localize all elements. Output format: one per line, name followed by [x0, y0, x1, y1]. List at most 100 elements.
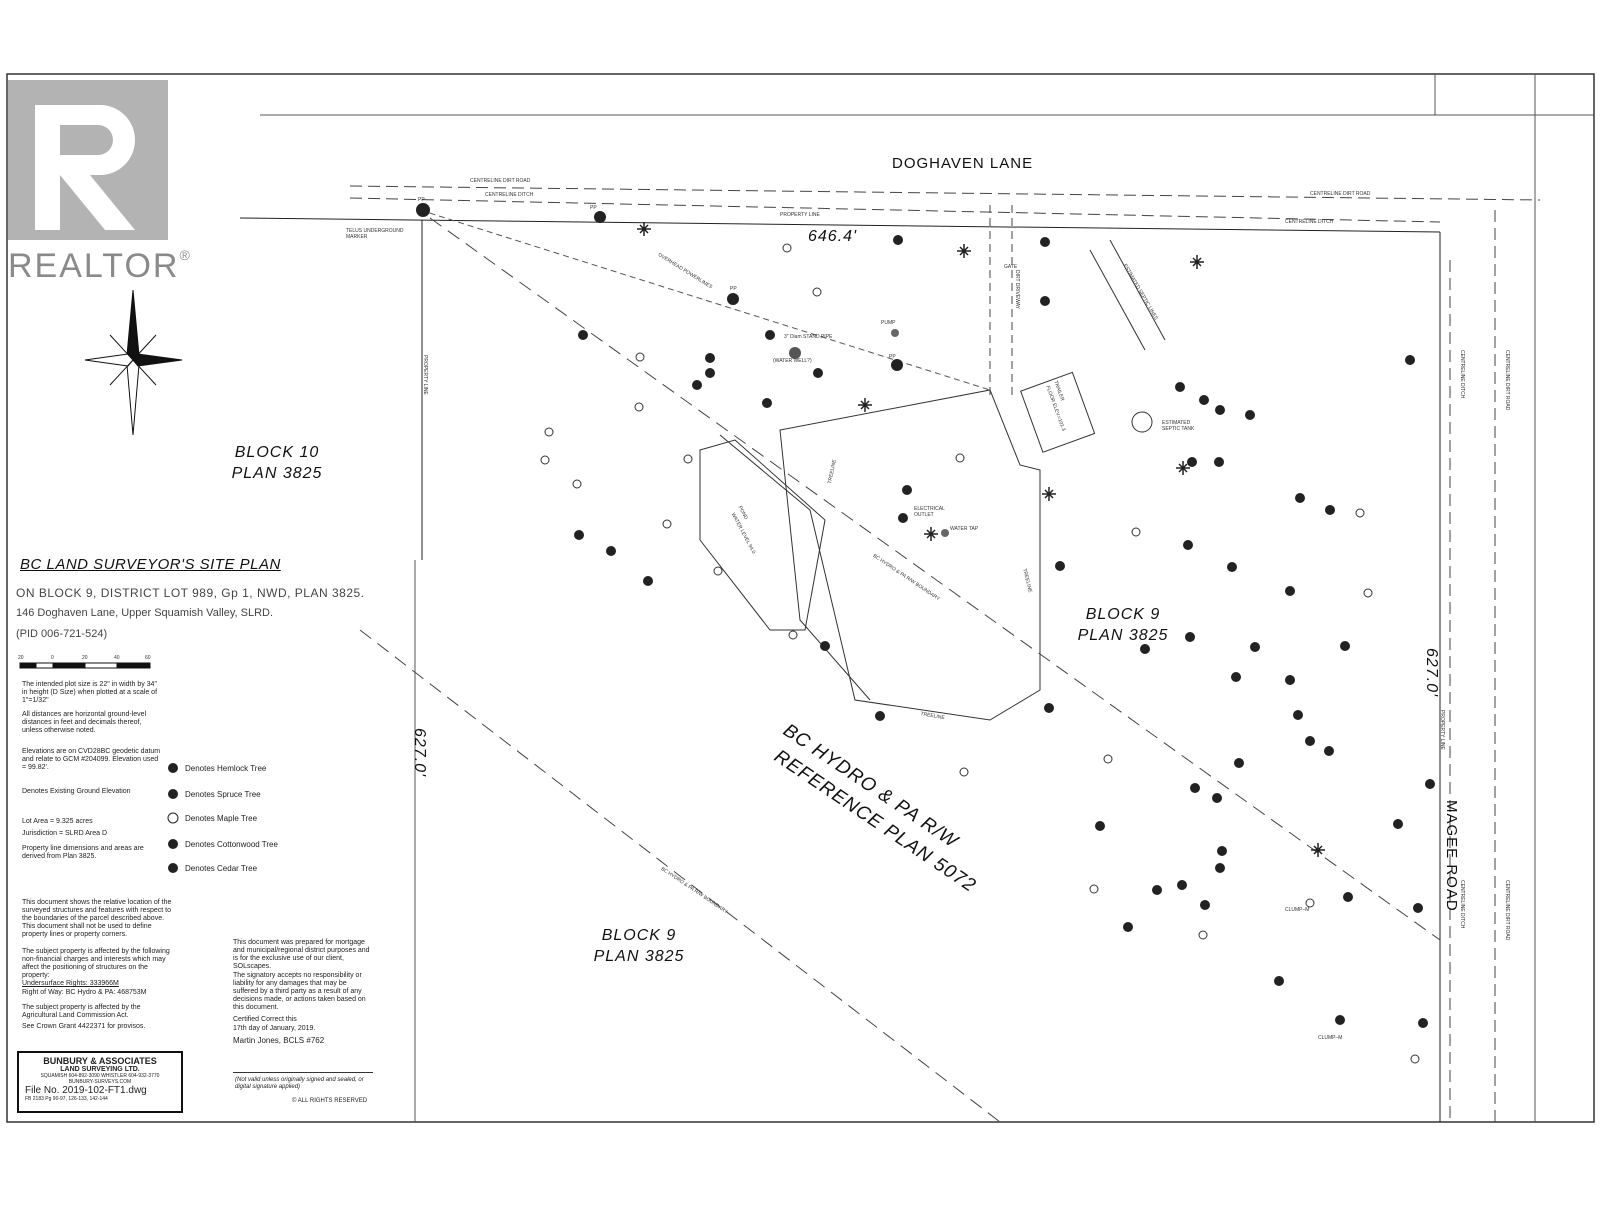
clump-label: CLUMP–M — [1285, 907, 1310, 913]
clump-label: CLUMP–M — [1318, 1035, 1343, 1041]
legend-cedar: Denotes Cedar Tree — [185, 864, 258, 873]
east-dimension: 627.0' — [1423, 648, 1440, 698]
title-block: BUNBURY & ASSOCIATES LAND SURVEYING LTD.… — [17, 1051, 183, 1113]
tree-symbols — [574, 235, 1435, 1028]
note-certified-1: Certified Correct this — [233, 1016, 297, 1023]
north-arrow — [84, 289, 183, 436]
pp-label: PP — [730, 286, 737, 292]
sheet-border — [6, 73, 1595, 1123]
centreline-ditch-label: CENTRELINE DITCH — [485, 192, 534, 198]
legend-hemlock: Denotes Hemlock Tree — [185, 764, 267, 773]
site-plan-line3: (PID 006-721-524) — [16, 628, 108, 640]
magee-road-label: MAGEE ROAD — [1443, 800, 1460, 912]
centreline-dirt-road — [349, 185, 1541, 201]
power-pole — [416, 203, 430, 217]
file-number: File No. 2019-102-FT1.dwg — [25, 1085, 147, 1096]
note-existing-elev: Denotes Existing Ground Elevation — [22, 788, 131, 795]
note-right-of-way: Right of Way: BC Hydro & PA: 468753M — [22, 989, 147, 996]
note-plot-size: The intended plot size is 22" in width b… — [22, 681, 158, 704]
stand-pipe — [789, 347, 801, 359]
scale-tick: 20 — [18, 655, 24, 661]
note-distances: All distances are horizontal ground-leve… — [22, 711, 147, 734]
note-relative-location: This document shows the relative locatio… — [22, 899, 172, 938]
tree-outline-symbols — [540, 243, 1420, 1064]
trailer-outline — [1020, 371, 1096, 453]
note-property-dims: Property line dimensions and areas are d… — [22, 845, 144, 860]
legend-maple: Denotes Maple Tree — [185, 814, 258, 823]
property-line-label: PROPERTY LINE — [780, 212, 820, 218]
centreline-dirt-road-label: CENTRELINE DIRT ROAD — [470, 178, 531, 184]
west-dimension: 627.0' — [411, 728, 428, 778]
centreline-dirt-road-label: CENTRELINE DIRT ROAD — [1310, 191, 1371, 197]
property-line-label: PROPERTY LINE — [422, 355, 428, 395]
pp-label: PP — [889, 354, 896, 360]
hydro-boundary-south — [359, 629, 1001, 1123]
treeline-outline — [719, 389, 1041, 721]
company-phones: SQUAMISH 604-892-3090 WHISTLER 604-932-3… — [40, 1073, 160, 1079]
note-elevations: Elevations are on CVD28BC geodetic datum… — [22, 748, 161, 771]
site-plan-line1: ON BLOCK 9, DISTRICT LOT 989, Gp 1, NWD,… — [16, 586, 365, 600]
pond-outline — [699, 439, 826, 631]
pp-label: PP — [590, 205, 597, 211]
field-book: FB 2183 Pg 90-97, 126-133, 142-144 — [25, 1096, 108, 1102]
realtor-wordmark: REALTOR® — [8, 247, 192, 285]
electrical-outlet-label: ELECTRICAL OUTLET — [914, 506, 945, 518]
power-pole — [594, 211, 606, 223]
septic-tank-label: ESTIMATED SEPTIC TANK — [1162, 420, 1195, 432]
site-plan-title: BC LAND SURVEYOR'S SITE PLAN — [20, 556, 281, 573]
centreline-ditch-label: CENTRELINE DITCH — [1459, 880, 1465, 929]
note-alc: The subject property is affected by the … — [22, 1004, 141, 1019]
north-property-line — [239, 217, 1441, 233]
centreline-dirt-road-label: CENTRELINE DIRT ROAD — [1504, 350, 1510, 411]
company-name: BUNBURY & ASSOCIATES — [43, 1056, 157, 1066]
realtor-logo — [8, 80, 168, 240]
water-well-label: (WATER WELL?) — [773, 358, 812, 364]
driveway — [989, 205, 1013, 400]
power-pole — [891, 359, 903, 371]
centreline-ditch — [349, 197, 1441, 223]
spruce-symbols — [637, 222, 1325, 857]
hydro-boundary-north — [429, 217, 1441, 941]
overhead-powerline — [419, 209, 991, 391]
note-lot-area: Lot Area = 9.325 acres — [22, 818, 93, 825]
scale-tick: 0 — [51, 655, 54, 661]
pump-label: PUMP — [881, 320, 896, 326]
site-plan-line2: 146 Doghaven Lane, Upper Squamish Valley… — [16, 607, 274, 619]
property-line-label: PROPERTY LINE — [1439, 710, 1445, 750]
centreline-ditch-label: CENTRELINE DITCH — [1285, 219, 1334, 225]
centreline-ditch-label: CENTRELINE DITCH — [1459, 350, 1465, 399]
gate-label: GATE — [1004, 264, 1018, 270]
note-prepared: This document was prepared for mortgage … — [233, 939, 370, 970]
scale-tick: 20 — [82, 655, 88, 661]
water-tap-point — [941, 529, 949, 537]
note-rights: © ALL RIGHTS RESERVED — [292, 1098, 368, 1104]
scale-tick: 60 — [145, 655, 151, 661]
centreline-dirt-road-label: CENTRELINE DIRT ROAD — [1504, 880, 1510, 941]
company-subtitle: LAND SURVEYING LTD. — [60, 1066, 140, 1073]
septic-line-1 — [1089, 249, 1146, 351]
power-pole — [727, 293, 739, 305]
note-certified-2: 17th day of January, 2019. — [233, 1025, 316, 1032]
note-certified-3: Martin Jones, BCLS #762 — [233, 1036, 325, 1045]
note-signatory: The signatory accepts no responsibility … — [233, 972, 366, 1011]
note-crown-grant: See Crown Grant 4422371 for provisos. — [22, 1023, 146, 1030]
note-jurisdiction: Jurisdiction = SLRD Area D — [22, 830, 108, 837]
note-charges: The subject property is affected by the … — [22, 948, 170, 979]
legend-spruce: Denotes Spruce Tree — [185, 790, 261, 799]
dirt-driveway-label: DIRT DRIVEWAY — [1014, 270, 1020, 309]
pump-point — [891, 329, 899, 337]
company-web: BUNBURY-SURVEYS.COM — [68, 1079, 132, 1085]
scale-tick: 40 — [114, 655, 120, 661]
stand-pipe-label: 3" Diam STAND PIPE — [784, 334, 833, 340]
water-tap-label: WATER TAP — [950, 526, 979, 532]
legend-icons — [167, 763, 179, 873]
doghaven-lane-label: DOGHAVEN LANE — [892, 155, 1034, 172]
note-not-valid: (Not valid unless originally signed and … — [235, 1077, 364, 1090]
septic-tank — [1131, 411, 1153, 433]
note-undersurface: Undersurface Rights: 333966M — [22, 980, 119, 987]
signature-line — [233, 1072, 373, 1073]
